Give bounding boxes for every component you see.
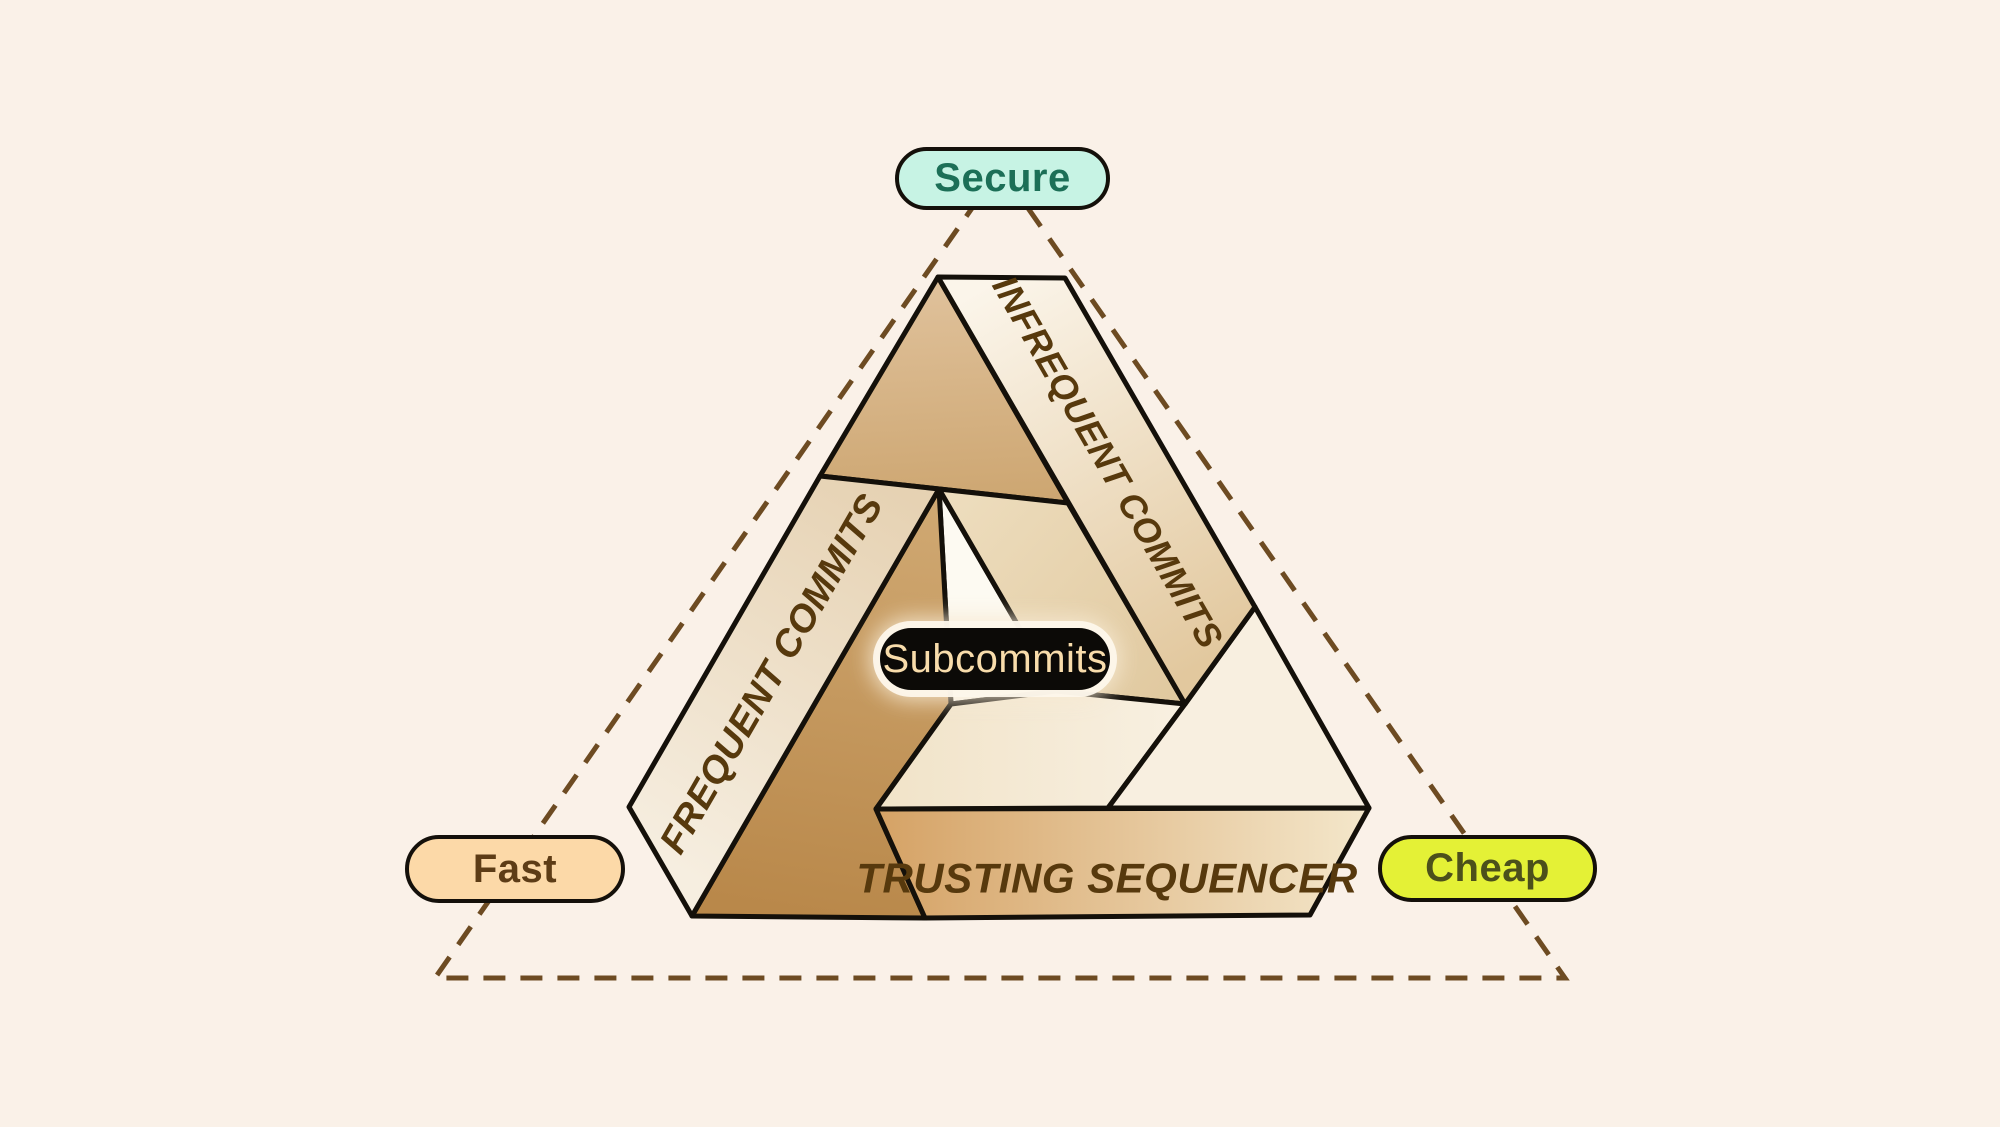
penrose-left-beam-face	[626, 473, 942, 919]
fast-badge: Fast	[405, 835, 625, 903]
fast-badge-label: Fast	[472, 846, 558, 891]
bottom-beam-label: TRUSTING SEQUENCER	[856, 855, 1358, 903]
penrose-right-beam-face	[935, 274, 1258, 707]
penrose-bottom-beam-face	[873, 805, 1372, 921]
subcommits-badge: Subcommits	[880, 628, 1110, 690]
cheap-badge-label: Cheap	[1425, 846, 1550, 890]
cheap-badge: Cheap	[1378, 835, 1597, 902]
secure-badge: Secure	[895, 147, 1110, 210]
secure-badge-label: Secure	[934, 156, 1071, 200]
subcommits-badge-label: Subcommits	[882, 636, 1108, 681]
dashed-tradeoff-triangle	[430, 163, 1570, 981]
